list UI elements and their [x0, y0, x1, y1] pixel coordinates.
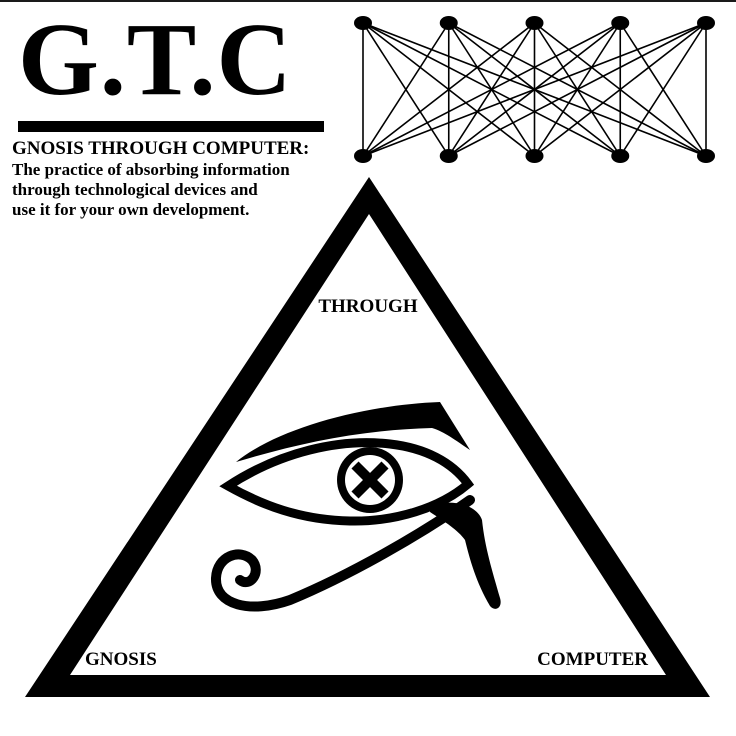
pyramid-triangle — [25, 177, 710, 697]
network-node-top — [439, 16, 458, 30]
network-node-top — [354, 16, 372, 30]
network-node-bottom — [611, 149, 630, 163]
network-node-bottom — [525, 149, 544, 163]
network-edge — [362, 22, 707, 157]
logo-underline-bar — [18, 121, 324, 132]
network-nodes — [354, 16, 715, 163]
top-border-line — [0, 0, 736, 2]
network-node-bottom — [354, 149, 372, 163]
network-node-top — [697, 16, 715, 30]
network-edge — [362, 22, 535, 157]
network-node-bottom — [439, 149, 458, 163]
neural-network-graph-icon — [354, 16, 715, 163]
label-through: THROUGH — [318, 296, 417, 317]
gtc-logo: G.T.C — [18, 2, 293, 117]
definition-block: GNOSIS THROUGH COMPUTER: The practice of… — [12, 138, 352, 220]
definition-heading: GNOSIS THROUGH COMPUTER: — [12, 138, 310, 159]
label-gnosis: GNOSIS — [85, 649, 157, 670]
network-node-top — [525, 16, 544, 30]
network-connections — [362, 22, 707, 157]
network-node-top — [611, 16, 630, 30]
network-edge — [362, 22, 450, 157]
label-computer: COMPUTER — [537, 649, 648, 670]
network-node-bottom — [697, 149, 715, 163]
definition-text: The practice of absorbing information th… — [12, 160, 290, 219]
network-edge — [534, 22, 707, 157]
eye-of-horus-icon — [211, 402, 501, 612]
network-edge — [619, 22, 707, 157]
network-edge — [362, 22, 621, 157]
network-edge — [448, 22, 707, 157]
